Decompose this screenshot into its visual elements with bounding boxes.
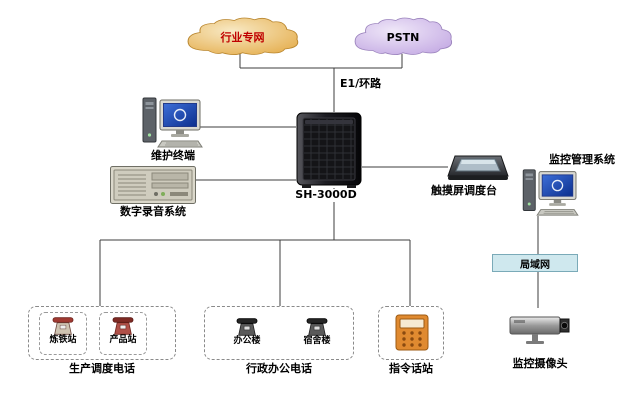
recording-system-label: 数字录音系统 — [120, 205, 186, 218]
node-switch — [296, 112, 362, 188]
phone-item-label: 炼铁站 — [49, 335, 77, 345]
desk-phone-icon — [112, 317, 134, 335]
phone-item-label: 产品站 — [109, 335, 137, 345]
phone-item: 宿舍楼 — [293, 314, 341, 357]
node-industry-network: 行业专网 — [180, 16, 305, 58]
monitor-system-label: 监控管理系统 — [549, 153, 615, 166]
group-office-title: 行政办公电话 — [246, 362, 312, 375]
lan-box: 局域网 — [492, 254, 578, 272]
pstn-cloud-icon — [354, 17, 453, 55]
camera-label: 监控摄像头 — [512, 357, 568, 370]
desktop-computer-icon — [522, 169, 579, 216]
phone-item: 炼铁站 — [39, 312, 87, 355]
node-pstn: PSTN — [348, 16, 458, 58]
rack-server-icon — [110, 166, 196, 204]
touch-console-label: 触摸屏调度台 — [431, 184, 497, 197]
group-production-phones: 炼铁站 产品站 — [28, 306, 176, 360]
desk-phone-icon — [236, 318, 258, 336]
command-station-icon — [395, 314, 429, 351]
e1-link-label: E1/环路 — [340, 77, 382, 90]
node-recording-system — [110, 166, 196, 204]
phone-item: 办公楼 — [223, 314, 271, 357]
node-camera — [504, 308, 576, 348]
node-touch-console — [446, 150, 510, 182]
maintenance-terminal-label: 维护终端 — [151, 149, 195, 162]
group-office-phones: 办公楼 宿舍楼 — [204, 306, 354, 360]
desk-phone-icon — [52, 317, 74, 335]
industry-network-label: 行业专网 — [220, 31, 265, 44]
node-monitor-system — [522, 167, 580, 217]
touch-console-icon — [447, 155, 509, 180]
industry-cloud-icon — [187, 17, 299, 55]
lan-label: 局域网 — [520, 259, 550, 271]
node-maintenance-terminal — [142, 95, 204, 149]
phone-item-label: 宿舍楼 — [303, 336, 331, 346]
switch-label: SH-3000D — [288, 188, 364, 202]
desktop-computer-icon — [142, 97, 203, 148]
cctv-camera-icon — [509, 316, 570, 344]
phone-item-label: 办公楼 — [233, 336, 261, 346]
switch-cabinet-icon — [296, 112, 362, 188]
group-command-title: 指令话站 — [389, 362, 433, 375]
phone-item: 产品站 — [99, 312, 147, 355]
group-production-title: 生产调度电话 — [69, 362, 135, 375]
desk-phone-icon — [306, 318, 328, 336]
group-command-station — [378, 306, 444, 360]
pstn-label: PSTN — [386, 30, 420, 44]
